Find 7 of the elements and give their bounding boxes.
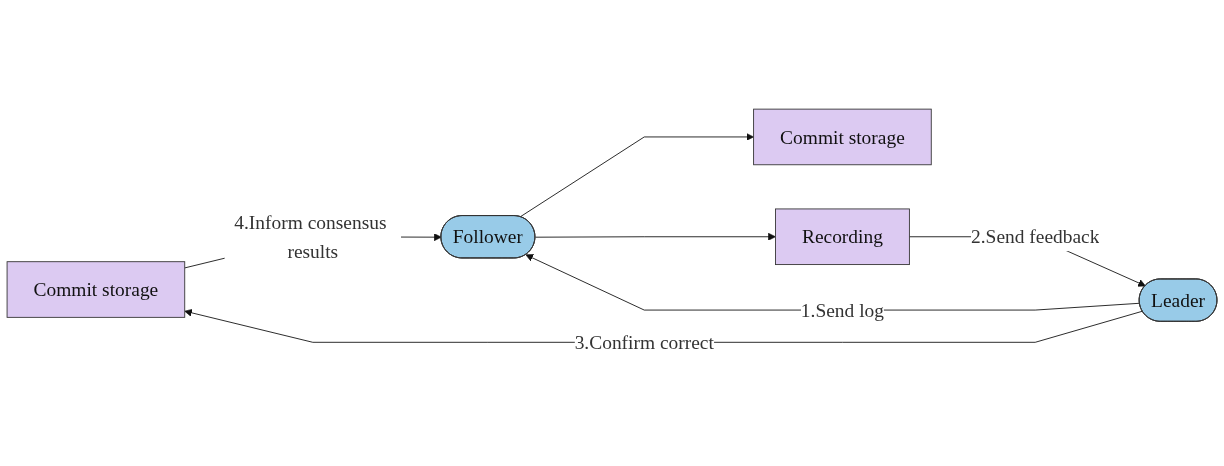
edge-label: 1.Send log — [800, 299, 884, 322]
edge-label: 3.Confirm correct — [574, 331, 714, 354]
node-box: Commit storage — [6, 261, 186, 318]
edge-label: 4.Inform consensus results — [234, 211, 387, 263]
edge-label: 2.Send feedback — [971, 225, 1100, 248]
node-box: Commit storage — [753, 108, 932, 166]
node-box: Recording — [775, 208, 910, 265]
